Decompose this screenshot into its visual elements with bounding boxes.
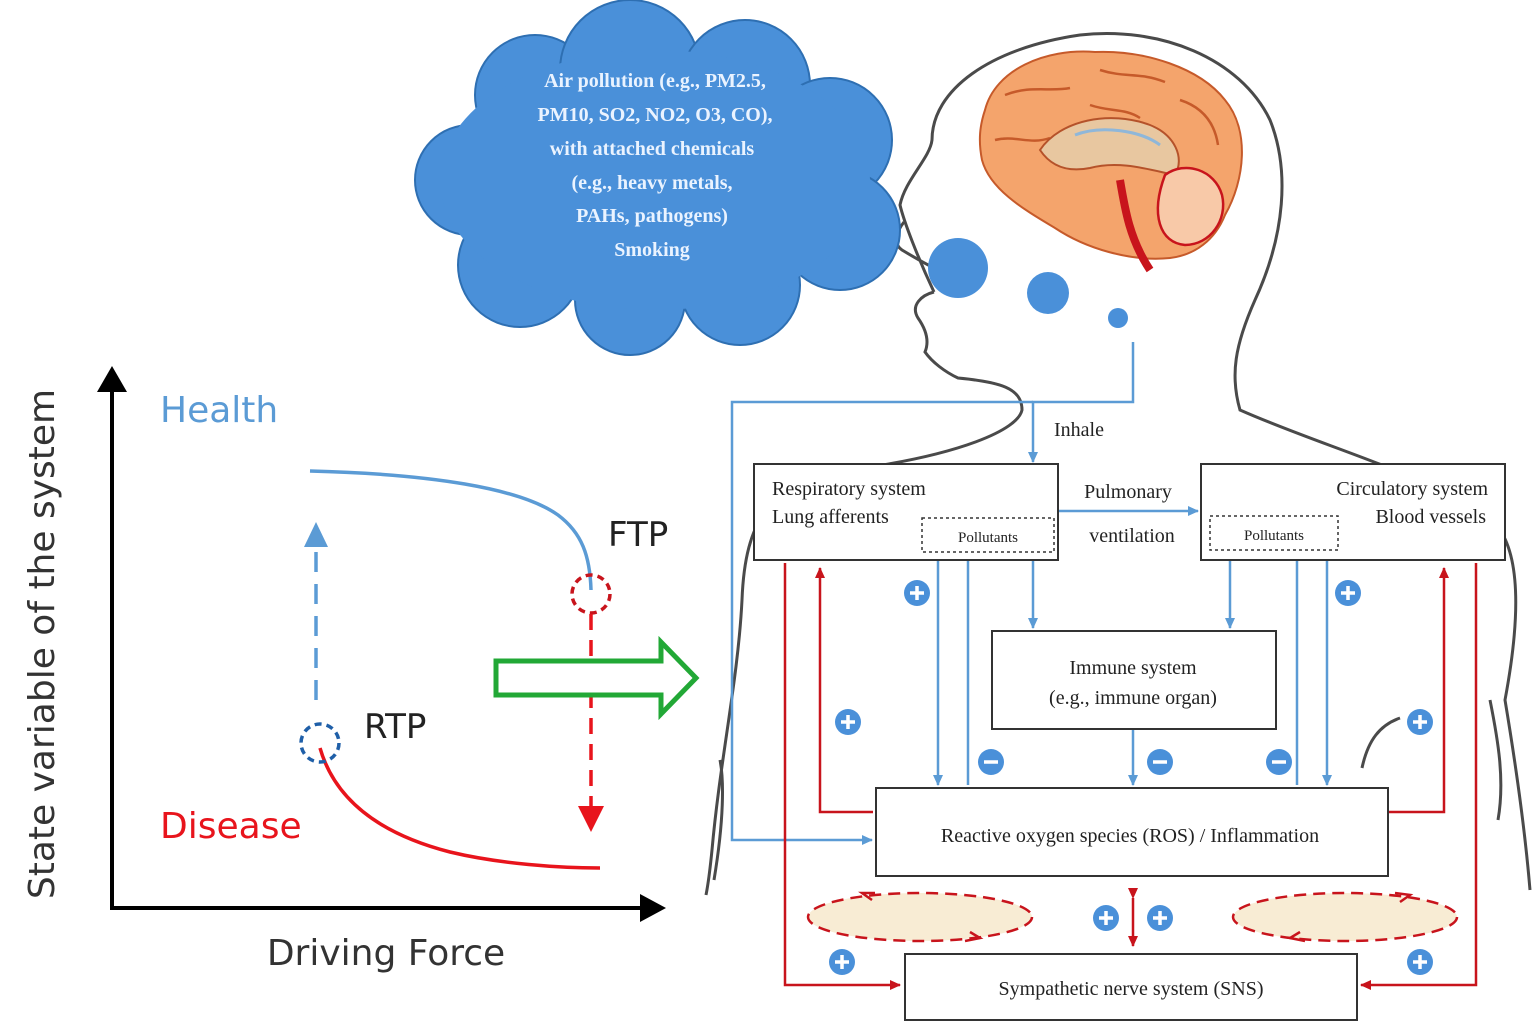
bubble-medium: [1027, 272, 1069, 314]
brain-icon: [978, 50, 1243, 273]
sns-box: [904, 953, 1358, 1021]
inhale-label: Inhale: [1054, 419, 1104, 441]
hand-curve: [1360, 716, 1401, 769]
feedback-loop-right: [1231, 891, 1459, 943]
sns-label: Sympathetic nerve system (SNS): [999, 978, 1264, 1000]
cloud-line-4: (e.g., heavy metals,: [571, 172, 732, 194]
circulatory-subtitle: Blood vessels: [1375, 506, 1486, 528]
bubble-small: [1108, 308, 1128, 328]
minus-signs: [978, 749, 1292, 775]
cloud-line-3: with attached chemicals: [550, 138, 755, 160]
x-axis-label: Driving Force: [267, 933, 505, 974]
ventilation-label: ventilation: [1089, 525, 1175, 547]
disease-label: Disease: [160, 806, 302, 847]
ftp-tipping-point-marker: [570, 573, 612, 615]
cloud-line-6: Smoking: [614, 239, 690, 261]
cloud-line-1: Air pollution (e.g., PM2.5,: [544, 70, 766, 92]
x-axis-arrowhead: [640, 894, 666, 922]
ros-to-resp-red-arrow: [815, 567, 873, 814]
health-label: Health: [160, 390, 278, 431]
right-arm-outline: [1488, 699, 1503, 821]
face-profile: [704, 290, 1024, 896]
minus-icon: [978, 749, 1004, 775]
pollutants-left-label: Pollutants: [958, 530, 1018, 546]
inhale-bypass-arrow: [730, 400, 1033, 845]
pollutants-box-left: [921, 517, 1055, 553]
ros-to-circ-red-arrow: [1388, 567, 1449, 814]
circ-to-sns-red-arrow: [1360, 563, 1478, 990]
bubble-large: [928, 238, 988, 298]
left-arm-outline: [712, 759, 724, 881]
bifurcation-plot: State variable of the system Driving For…: [22, 366, 700, 974]
cloud-line-5: PAHs, pathogens): [576, 205, 728, 227]
human-silhouette: [704, 32, 1532, 896]
inhale-arrow: [1028, 342, 1135, 463]
head-outline: [898, 32, 1532, 891]
plus-icon: [1407, 709, 1433, 735]
plus-icon: [1335, 580, 1361, 606]
ftp-label: FTP: [608, 515, 668, 555]
y-axis-arrowhead: [97, 366, 127, 392]
cloud-line-2: PM10, SO2, NO2, O3, CO),: [538, 104, 773, 126]
recovery-arrowhead: [304, 522, 328, 547]
immune-system-box: [991, 630, 1277, 730]
breath-bubbles: [928, 238, 1128, 328]
circulatory-title: Circulatory system: [1336, 478, 1488, 500]
respiratory-subtitle: Lung afferents: [772, 506, 889, 528]
immune-title: Immune system: [1069, 657, 1197, 679]
pollution-cloud: Air pollution (e.g., PM2.5, PM10, SO2, N…: [414, 0, 901, 356]
disease-branch-curve: [318, 747, 601, 870]
plus-icon: [835, 709, 861, 735]
pollutants-box-right: [1209, 515, 1339, 551]
y-axis-label: State variable of the system: [22, 389, 63, 899]
plus-signs: [829, 580, 1433, 975]
transition-arrow-icon: [493, 635, 700, 721]
mechanism-flow: Respiratory system Lung afferents Circul…: [730, 342, 1506, 1021]
pollutants-right-label: Pollutants: [1244, 528, 1304, 544]
resp-to-sns-red-arrow: [783, 563, 901, 990]
rtp-tipping-point-marker: [299, 722, 341, 764]
ros-inflammation-box: [875, 787, 1389, 877]
plus-icon: [904, 580, 930, 606]
plus-icon: [1407, 949, 1433, 975]
nose-outline: [895, 221, 935, 270]
immune-subtitle: (e.g., immune organ): [1049, 687, 1217, 709]
minus-icon: [1147, 749, 1173, 775]
feedback-loop-left: [806, 891, 1034, 943]
respiratory-title: Respiratory system: [772, 478, 926, 500]
pulmonary-label: Pulmonary: [1084, 481, 1172, 503]
collapse-arrowhead: [578, 806, 604, 832]
ros-label: Reactive oxygen species (ROS) / Inflamma…: [941, 825, 1319, 847]
plus-icon: [1147, 905, 1173, 931]
minus-icon: [1266, 749, 1292, 775]
plus-icon: [1093, 905, 1119, 931]
rtp-label: RTP: [364, 707, 426, 747]
plus-icon: [829, 949, 855, 975]
health-branch-curve: [309, 469, 593, 591]
